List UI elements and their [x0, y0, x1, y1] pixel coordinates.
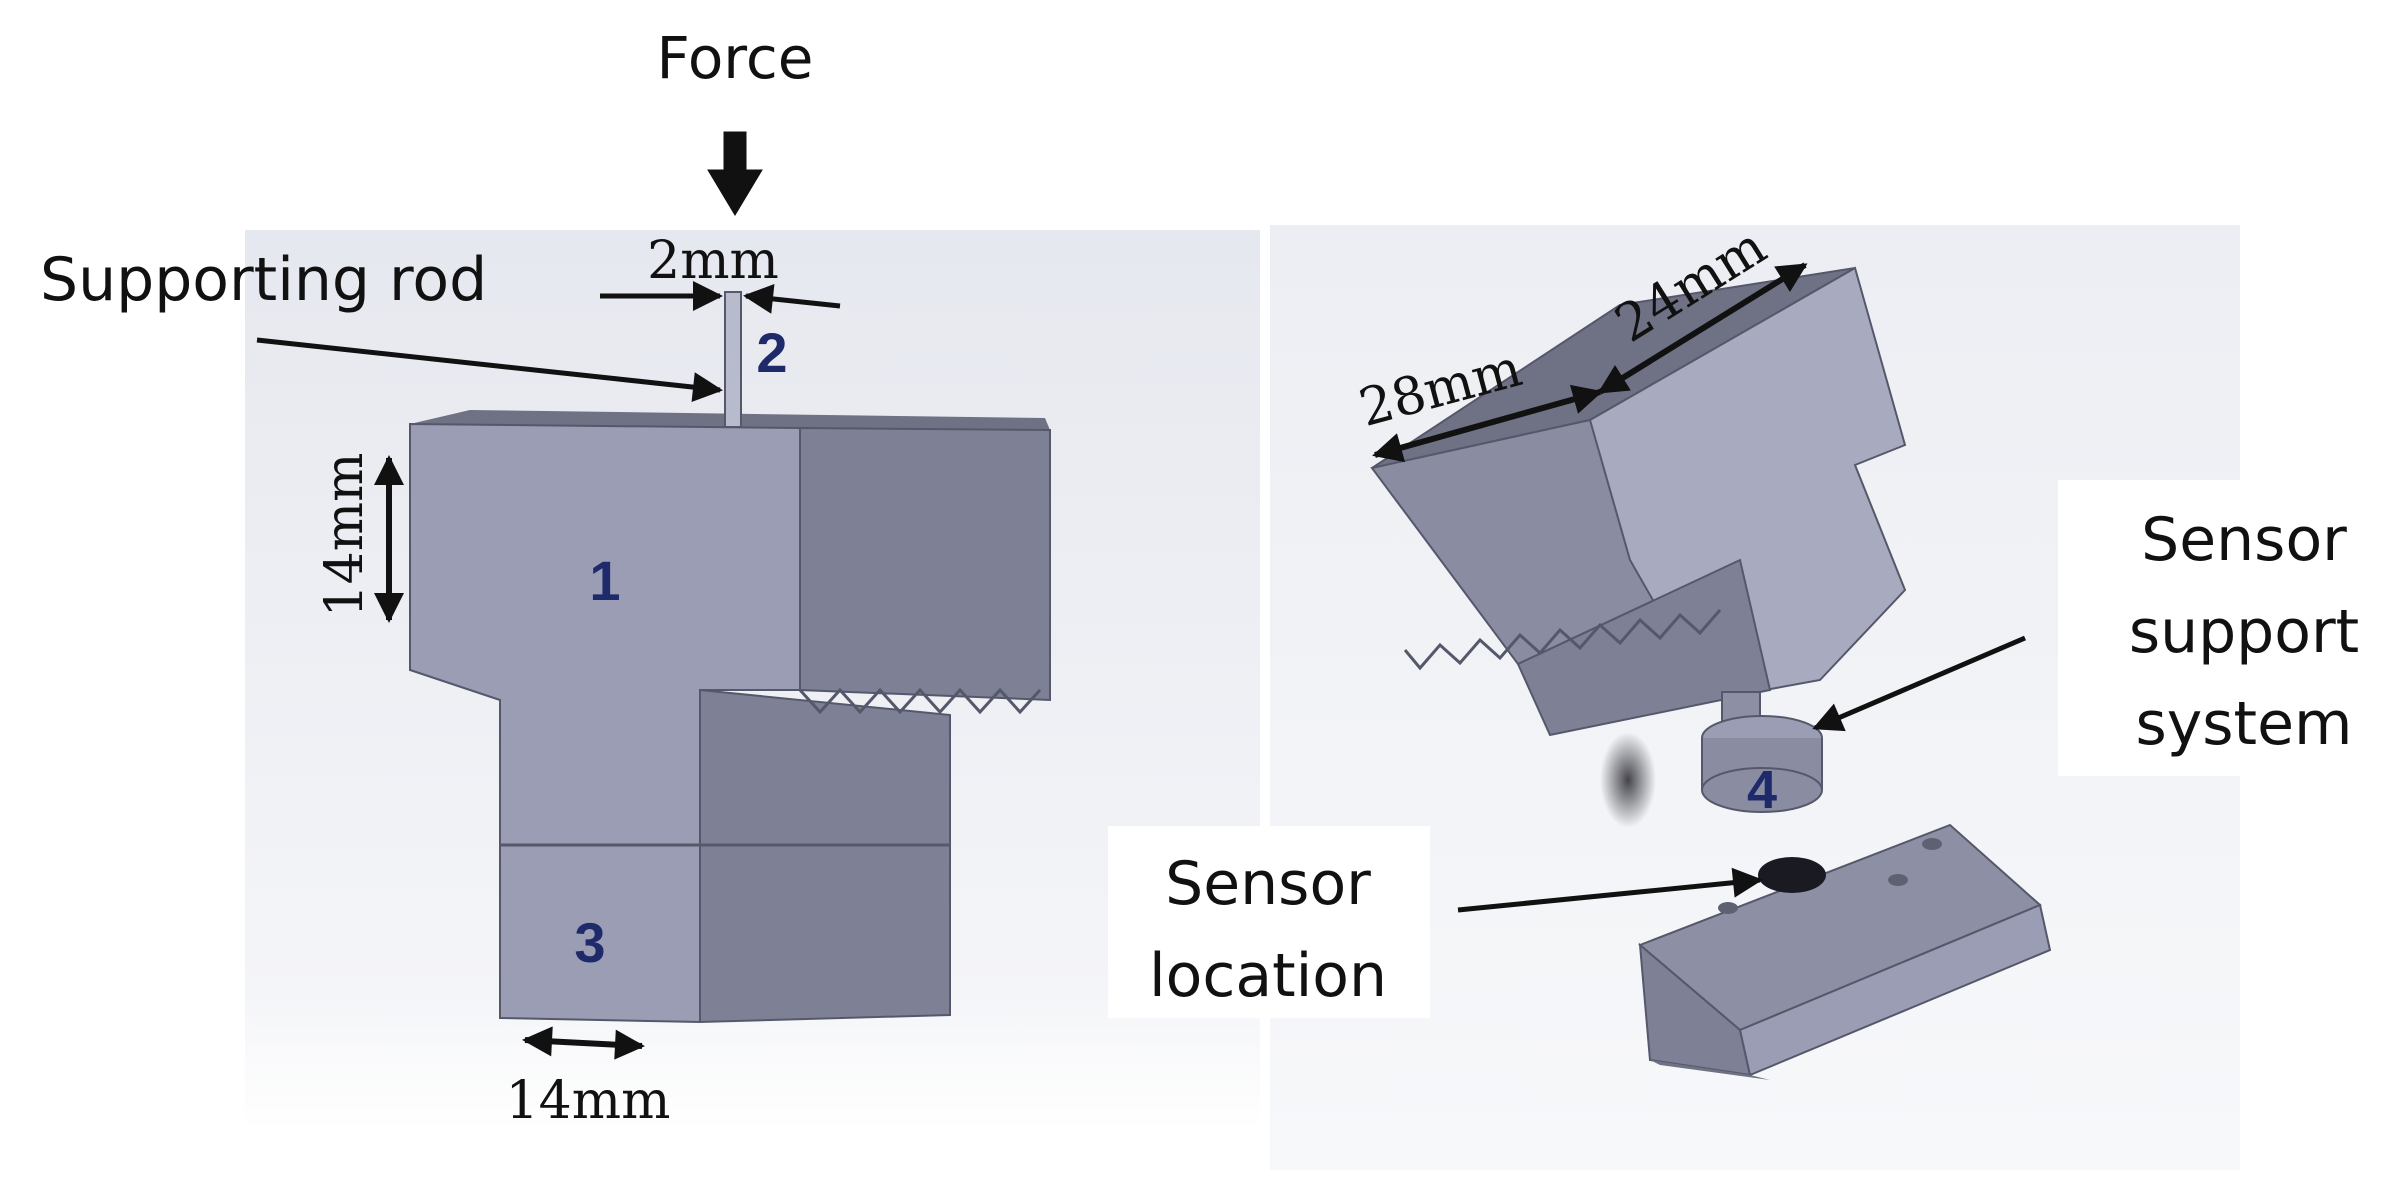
teeth-row-right — [1403, 609, 1722, 671]
screw-hole-3 — [1718, 902, 1738, 914]
rod-width-dim-label: 2mm — [647, 231, 779, 291]
part-number-3: 3 — [574, 911, 605, 974]
sensor-location-label-box — [1108, 826, 1430, 1018]
force-arrow-shaft — [723, 131, 747, 173]
sensor-support-label-line-1: Sensor — [2141, 505, 2347, 575]
left-assembly — [409, 291, 1051, 1024]
annotation-arrows — [256, 131, 2026, 1060]
sensor-location-arrow — [1457, 867, 1763, 913]
sensor-hole — [1758, 857, 1826, 893]
sensor-location-label-line-2: location — [1149, 941, 1387, 1011]
base-block-side-face — [1738, 903, 2052, 1077]
rod-dim-arrow-right — [743, 283, 841, 314]
screw-hole-1 — [1888, 874, 1908, 886]
height-dim-label: 14mm — [315, 453, 375, 618]
force-label: Force — [657, 24, 814, 92]
sensor-support-label-line-2: support — [2129, 597, 2359, 667]
sensor-support-arrow — [1812, 635, 2026, 732]
base-block-bottom-face — [1650, 1060, 1770, 1080]
sensor-location-label-line-1: Sensor — [1165, 849, 1371, 919]
upper-block-lower-face — [1516, 558, 1772, 737]
part1-side-face — [799, 426, 1051, 702]
bottom-width-dim-arrow — [522, 1026, 645, 1060]
left-depth-dim-arrow — [1372, 384, 1603, 463]
supporting-rod-arrow — [256, 337, 723, 403]
teeth-row-left — [798, 687, 1042, 715]
sensor-support-label-line-3: system — [2136, 689, 2353, 759]
part-number-1: 1 — [589, 549, 620, 612]
shadow-blob — [1600, 732, 1656, 828]
right-depth-dim-arrow — [1597, 262, 1808, 395]
sensor-support-label-box — [2058, 480, 2384, 776]
part3-side-face — [699, 844, 951, 1024]
part-number-2: 2 — [756, 321, 787, 384]
part1-lower-side — [699, 688, 951, 846]
supporting-rod-label: Supporting rod — [40, 245, 487, 315]
supporting-rod — [724, 291, 742, 428]
force-arrow-head — [707, 169, 763, 216]
screw-hole-2 — [1922, 838, 1942, 850]
bottom-width-dim-label: 14mm — [506, 1071, 671, 1131]
part-number-4: 4 — [1747, 760, 1777, 820]
